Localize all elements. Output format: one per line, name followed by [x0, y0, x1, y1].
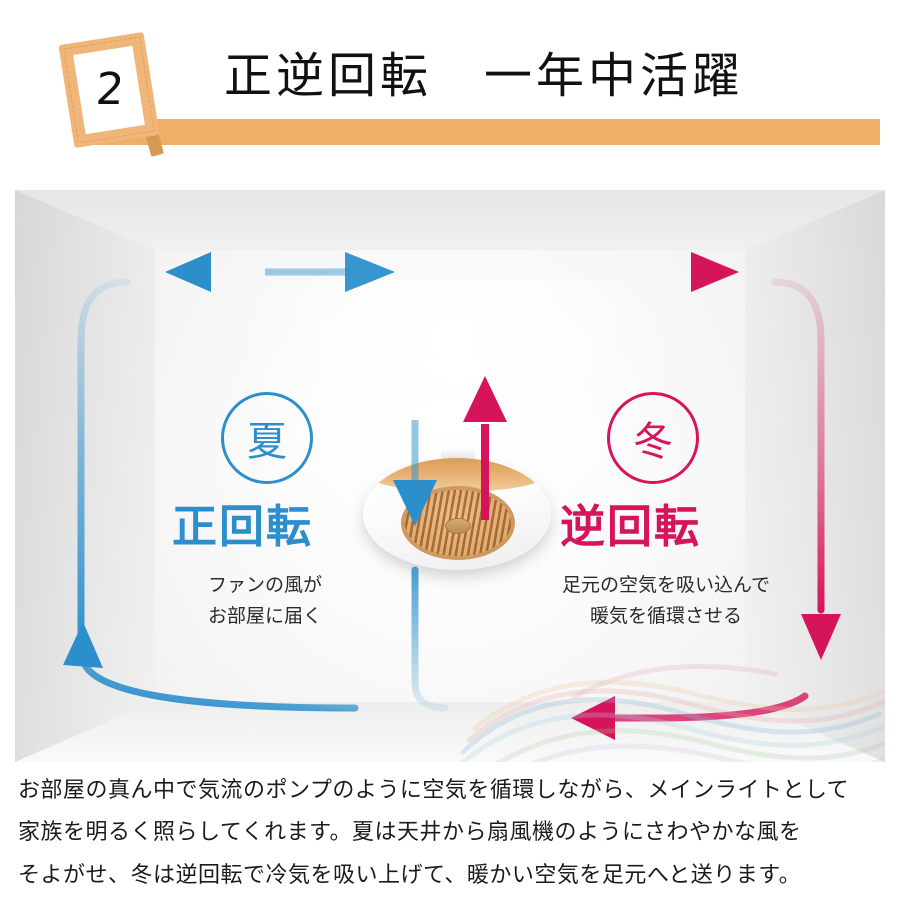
room-illustration: 夏 冬 正回転 逆回転 ファンの風が お部屋に届く 足元の空気を吸い込んで 暖気… — [15, 190, 885, 762]
winter-right-wall-flow — [771, 278, 841, 660]
summer-season-glyph: 夏 — [247, 419, 287, 465]
page-header: 2 正逆回転 一年中活躍 — [0, 0, 900, 180]
section-number-badge: 2 — [58, 30, 183, 157]
summer-description: ファンの風が お部屋に届く — [165, 570, 365, 632]
fan-body — [363, 458, 551, 570]
summer-downward-flow-arrow — [393, 420, 449, 712]
winter-description: 足元の空気を吸い込んで 暖気を循環させる — [523, 570, 809, 632]
winter-floor-flow-arrow — [571, 692, 809, 740]
ceiling-fan-light — [363, 448, 551, 574]
airflow-arrow-overlay — [63, 252, 841, 740]
fan-center-hub — [445, 518, 471, 534]
winter-season-glyph: 冬 — [633, 419, 673, 465]
summer-floor-return-flow — [63, 622, 359, 712]
page-title: 正逆回転 一年中活躍 — [224, 48, 745, 104]
header-accent-bar — [90, 119, 880, 145]
winter-description-line-1: 足元の空気を吸い込んで — [561, 574, 771, 596]
winter-ceiling-flow-arrow — [546, 252, 739, 292]
caption-line-3: そよがせ、冬は逆回転で冷気を吸い上げて、暖かい空気を足元へと送ります。 — [18, 862, 802, 888]
summer-ceiling-flow-arrow-2 — [265, 252, 395, 292]
summer-season-badge: 夏 — [221, 392, 313, 484]
product-description-caption: お部屋の真ん中で気流のポンプのように空気を循環しながら、メインライトとして 家族… — [18, 770, 884, 897]
summer-description-line-1: ファンの風が — [207, 574, 322, 596]
summer-description-line-2: お部屋に届く — [207, 604, 322, 627]
winter-upward-flow-arrow — [463, 376, 507, 694]
caption-line-1: お部屋の真ん中で気流のポンプのように空気を循環しながら、メインライトとして — [18, 778, 850, 803]
winter-description-line-2: 暖気を循環させる — [589, 604, 742, 627]
section-number-label: 2 — [93, 64, 125, 115]
caption-line-2: 家族を明るく照らしてくれます。夏は天井から扇風機のようにさわやかな風を — [18, 820, 802, 846]
summer-left-wall-flow — [77, 278, 131, 664]
winter-rotation-label: 逆回転 — [560, 500, 702, 553]
summer-rotation-label: 正回転 — [172, 500, 314, 553]
summer-ceiling-flow-arrow — [165, 252, 367, 292]
frame-inner-mat: 2 — [73, 45, 145, 135]
photo-frame-icon: 2 — [58, 31, 160, 149]
room-right-wall — [745, 190, 885, 762]
winter-season-badge: 冬 — [607, 392, 699, 484]
